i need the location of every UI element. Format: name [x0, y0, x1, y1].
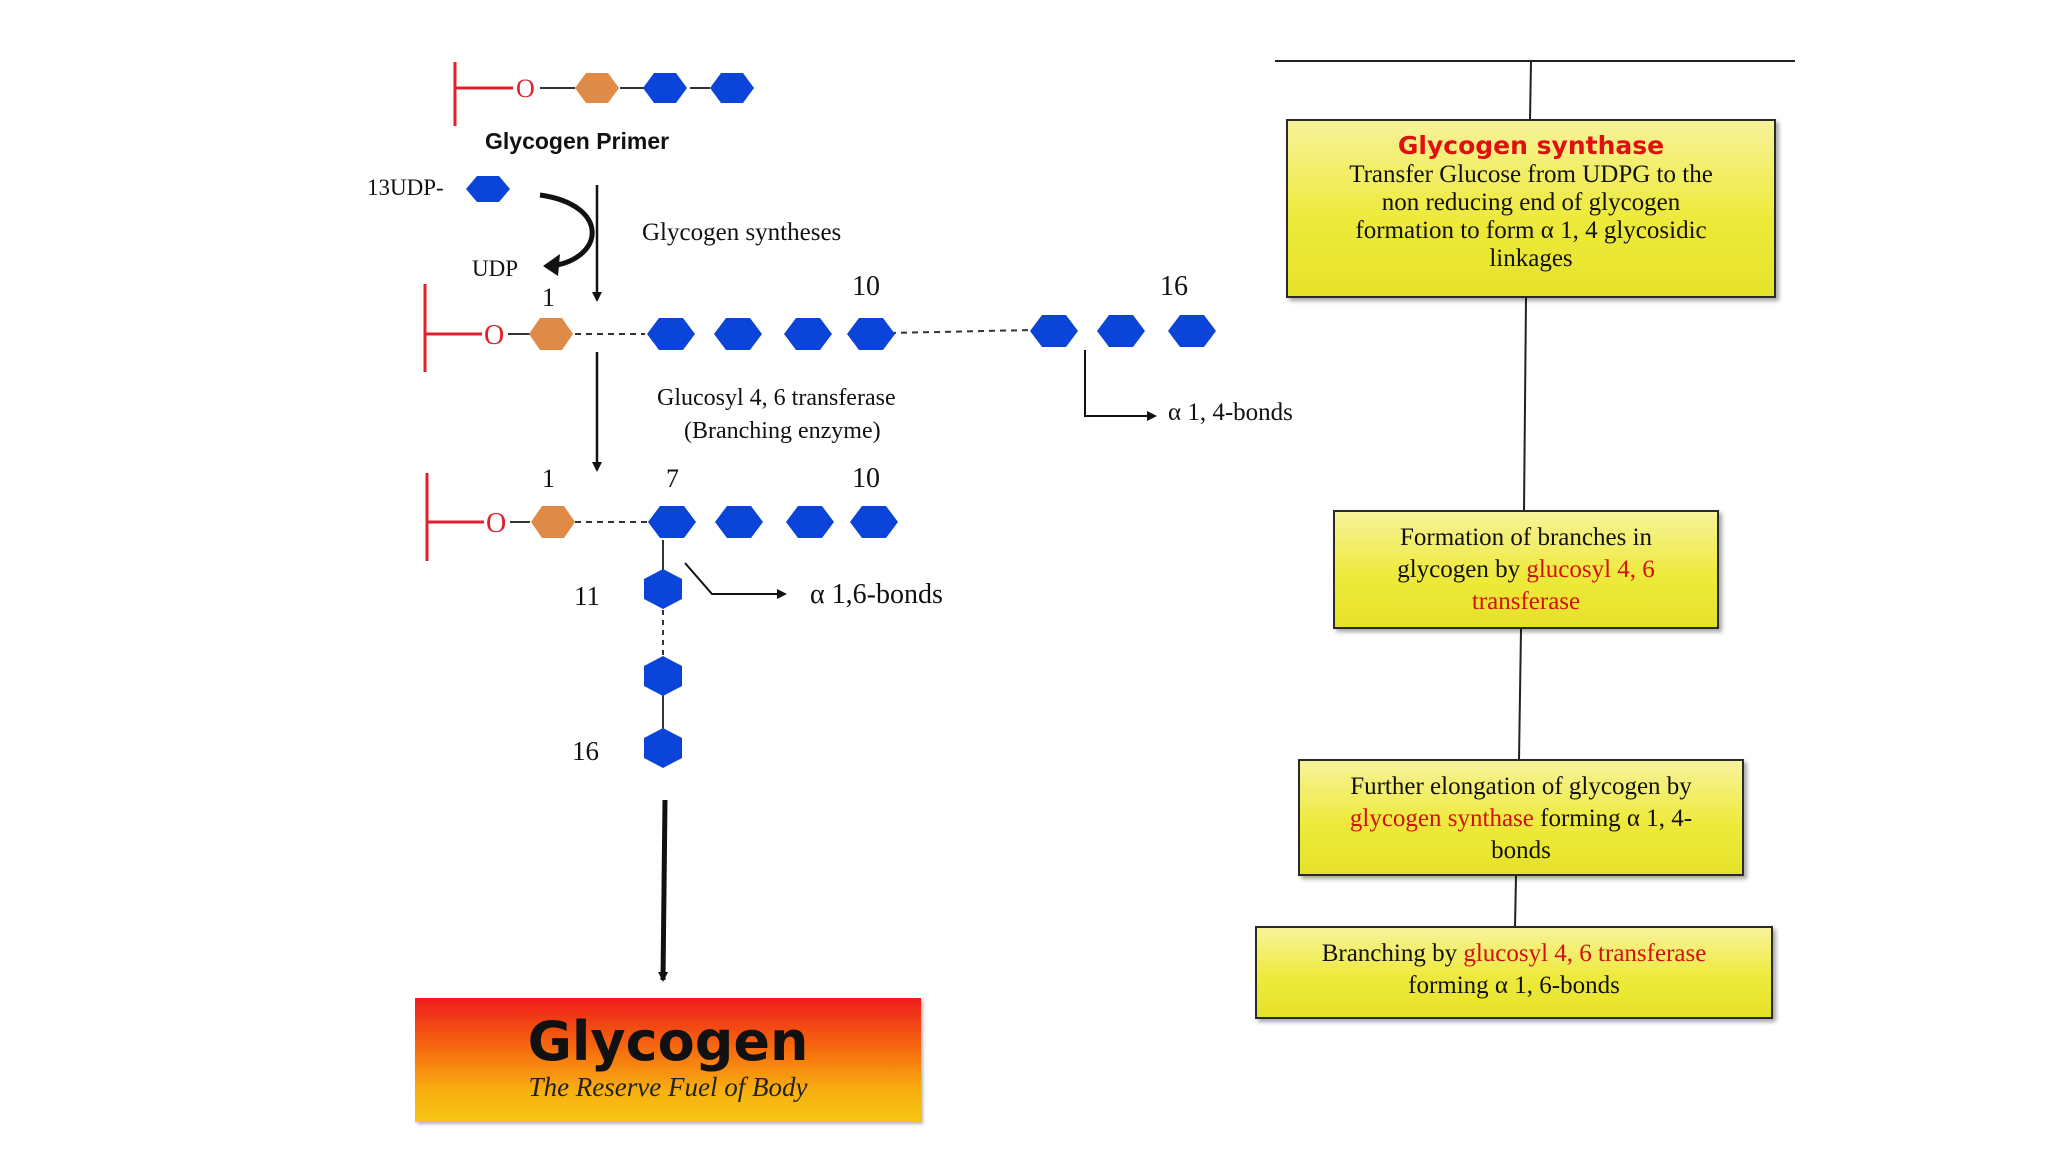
- primer-chain: O: [453, 62, 710, 126]
- branched-chain: O: [425, 473, 664, 730]
- glucose-unit: [1030, 315, 1078, 347]
- glucose-unit: [466, 176, 510, 202]
- glucose-unit: [710, 73, 754, 103]
- step-box-glycogen-synthase: Glycogen synthase Transfer Glucose from …: [1286, 119, 1776, 298]
- glucose-unit: [847, 318, 895, 350]
- box2-line2-text: glycogen by: [1397, 556, 1527, 583]
- box2-enzyme-name: glucosyl 4, 6: [1526, 556, 1655, 583]
- alpha16-label: α 1,6-bonds: [810, 579, 943, 610]
- box4-enzyme-name: glucosyl 4, 6 transferase: [1463, 940, 1707, 967]
- box1-line: non reducing end of glycogen: [1381, 189, 1681, 216]
- box3-line2: glycogen synthase forming α 1, 4-: [1300, 803, 1742, 835]
- box3-line1: Further elongation of glycogen by: [1350, 773, 1692, 800]
- primer-oxygen: O: [516, 74, 535, 103]
- flow-line-4: [1514, 875, 1517, 928]
- chain-num-16: 16: [1160, 271, 1188, 302]
- banner-title: Glycogen: [527, 1010, 809, 1073]
- alpha16-pointer: [684, 562, 787, 599]
- glucose-unit: [644, 656, 682, 696]
- flow-line-1: [1529, 60, 1532, 121]
- udp-donor-label: 13UDP-: [367, 175, 444, 200]
- box1-line: Transfer Glucose from UDPG to the: [1349, 161, 1713, 188]
- chain-num-1: 1: [542, 283, 555, 312]
- branched-num-10: 10: [852, 463, 880, 494]
- chain-oxygen: O: [484, 320, 504, 351]
- glucose-unit: [784, 318, 832, 350]
- primer-glucose-unit: [575, 73, 619, 103]
- box3-enzyme-name: glycogen synthase: [1349, 805, 1534, 832]
- box4-line2: forming α 1, 6-bonds: [1408, 972, 1620, 999]
- step-box-branching: Branching by glucosyl 4, 6 transferase f…: [1255, 926, 1773, 1019]
- alpha14-label: α 1, 4-bonds: [1168, 399, 1293, 426]
- glucose-unit: [644, 728, 682, 768]
- glucose-unit: [648, 506, 696, 538]
- primer-glucose-unit: [529, 318, 573, 350]
- branched-num-7: 7: [666, 464, 679, 493]
- flow-line-2: [1523, 297, 1527, 512]
- glucose-unit: [714, 318, 762, 350]
- box3-line3: bonds: [1491, 837, 1551, 864]
- glucose-unit: [786, 506, 834, 538]
- box1-line: formation to form α 1, 4 glycosidic: [1355, 217, 1707, 244]
- glucose-unit: [643, 73, 687, 103]
- box4-line1-text: Branching by: [1321, 940, 1464, 967]
- box4-line1: Branching by glucosyl 4, 6 transferase: [1257, 938, 1771, 970]
- enzyme2-label-line1: Glucosyl 4, 6 transferase: [657, 385, 896, 411]
- enzyme1-label: Glycogen syntheses: [642, 219, 841, 246]
- box3-line2-text: forming α 1, 4-: [1533, 805, 1693, 832]
- step-box-branch-formation: Formation of branches in glycogen by glu…: [1333, 510, 1719, 629]
- step-box-elongation: Further elongation of glycogen by glycog…: [1298, 759, 1744, 876]
- linear-chain: O: [423, 284, 1033, 372]
- glucose-unit: [644, 569, 682, 609]
- glucose-unit: [647, 318, 695, 350]
- box1-title: Glycogen synthase: [1397, 131, 1665, 160]
- branched-oxygen: O: [486, 508, 506, 539]
- udp-release-label: UDP: [472, 256, 518, 281]
- box1-line: linkages: [1489, 245, 1573, 272]
- alpha14-pointer: [1084, 350, 1157, 421]
- udp-curved-arrow: [539, 192, 595, 269]
- glucose-unit: [1097, 315, 1145, 347]
- box2-line1: Formation of branches in: [1399, 524, 1653, 551]
- flow-line-3: [1518, 628, 1522, 761]
- branch-num-11: 11: [574, 581, 600, 611]
- glycogen-banner: Glycogen The Reserve Fuel of Body: [415, 998, 921, 1122]
- primer-glucose-unit: [531, 506, 575, 538]
- box2-line3: transferase: [1471, 588, 1581, 615]
- primer-label: Glycogen Primer: [485, 128, 669, 154]
- box2-line2: glycogen by glucosyl 4, 6: [1335, 554, 1717, 586]
- banner-subtitle: The Reserve Fuel of Body: [528, 1072, 808, 1102]
- glucose-unit: [715, 506, 763, 538]
- chain-num-10: 10: [852, 271, 880, 302]
- final-arrow: [658, 799, 669, 982]
- enzyme2-label-line2: (Branching enzyme): [684, 418, 881, 444]
- branched-num-1: 1: [542, 464, 555, 493]
- glucose-unit: [1168, 315, 1216, 347]
- branch-num-16: 16: [572, 736, 599, 766]
- glucose-unit: [850, 506, 898, 538]
